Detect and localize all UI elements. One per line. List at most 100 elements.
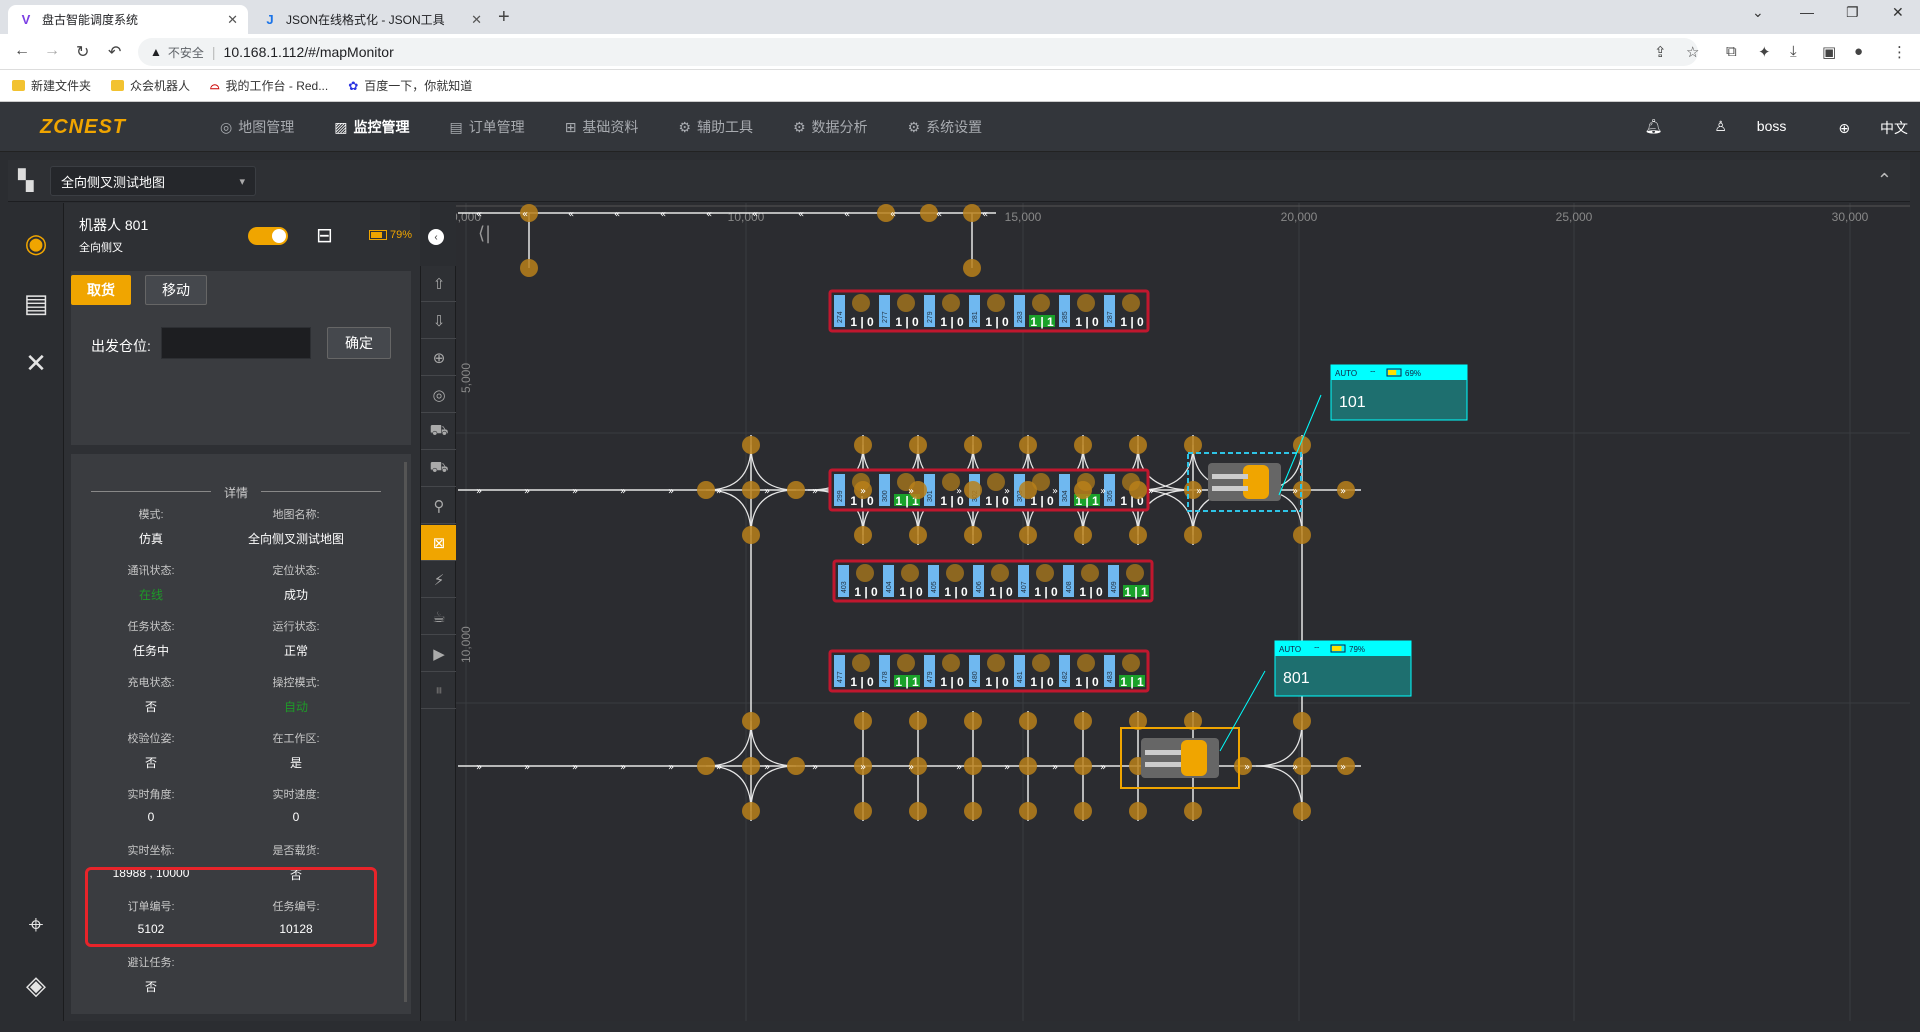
detail-label: 通讯状态:	[127, 565, 175, 577]
share-icon[interactable]: ⇪	[1654, 44, 1667, 61]
bookmark-item[interactable]: ✿百度一下，你就知道	[348, 78, 473, 94]
agv-leader-line	[1278, 394, 1322, 496]
confirm-button[interactable]: 确定	[327, 327, 391, 359]
rack-slot	[883, 565, 894, 597]
collapse-panel-icon[interactable]: ‹	[428, 229, 444, 245]
path-node	[964, 526, 982, 544]
play-icon[interactable]: ▶	[421, 636, 457, 672]
crop-icon[interactable]: ⧉	[1726, 43, 1737, 60]
y-tick-label: 10,000	[459, 626, 473, 663]
rack-slot	[1063, 565, 1074, 597]
window-close-icon[interactable]: ✕	[1892, 4, 1904, 20]
target-icon[interactable]: ⊕	[421, 340, 457, 376]
new-tab-icon[interactable]: +	[498, 6, 510, 28]
tab-search-icon[interactable]: ⌄	[1752, 4, 1764, 20]
sidebar-icon[interactable]: ▣	[1822, 44, 1837, 61]
agv-card: AUTO⌔69%101	[1278, 364, 1468, 496]
robot-enable-toggle[interactable]	[248, 227, 288, 245]
rack-id: 407	[1021, 581, 1028, 593]
path-node	[909, 481, 927, 499]
crosshair-icon[interactable]: ⌖	[28, 909, 44, 939]
robot-name: 机器人 801	[79, 217, 149, 233]
move-button[interactable]: 移动	[145, 275, 207, 305]
layers-icon[interactable]: ◈	[26, 969, 46, 1000]
menu-order-management[interactable]: ▤订单管理	[449, 118, 525, 136]
scrollbar[interactable]	[404, 462, 407, 1002]
map-canvas[interactable]: 0,00010,00015,00020,00025,00030,0005,000…	[456, 203, 1910, 1021]
extensions-icon[interactable]: ✦	[1758, 44, 1771, 61]
toolbox-icon[interactable]: ⊟	[316, 225, 333, 247]
direction-arrow: »	[1004, 486, 1010, 497]
direction-arrow: »	[764, 762, 770, 773]
from-location-input[interactable]	[161, 327, 311, 359]
undo-icon[interactable]: ↶	[108, 44, 122, 61]
battery-fill	[1332, 646, 1342, 651]
forward-icon[interactable]: →	[44, 42, 60, 59]
minimize-icon[interactable]: —	[1800, 4, 1814, 20]
map-select[interactable]: 全向侧叉测试地图 ▾	[50, 166, 256, 196]
bookmark-item[interactable]: 众会机器人	[111, 77, 190, 94]
menu-system-settings[interactable]: ⚙系统设置	[907, 118, 983, 136]
reload-icon[interactable]: ↻	[76, 44, 90, 61]
menu-aux-tools[interactable]: ⚙辅助工具	[678, 118, 753, 136]
baidu-icon: ✿	[348, 78, 359, 93]
download-icon[interactable]: ⇩	[421, 303, 457, 339]
tools-icon[interactable]: ✕	[25, 347, 47, 378]
cup-icon[interactable]: ☕	[421, 599, 457, 635]
cell-state: 1 | 1	[1030, 315, 1054, 329]
restore-icon[interactable]: ❐	[1846, 4, 1859, 20]
pause-icon[interactable]: ⏸	[421, 673, 457, 709]
pin-icon[interactable]: ⚲	[421, 488, 457, 524]
charge-icon[interactable]: ⚡	[421, 562, 457, 598]
path-node	[742, 757, 760, 775]
detail-value: 10128	[279, 922, 313, 936]
download-icon[interactable]: ⤓	[1790, 43, 1797, 60]
url-bar[interactable]: ▲ 不安全 | 10.168.1.112/#/mapMonitor	[138, 38, 1698, 66]
star-icon[interactable]: ☆	[1686, 44, 1700, 61]
path-node	[1337, 757, 1355, 775]
direction-arrow: »	[620, 762, 626, 773]
pick-button[interactable]: 取货	[71, 275, 131, 305]
tab-json[interactable]: J JSON在线格式化 - JSON工具 ✕	[252, 5, 492, 34]
pangu-favicon-icon: V	[21, 12, 31, 27]
rack-id: 405	[931, 581, 938, 593]
collapse-up-icon[interactable]: ⌃	[1876, 170, 1892, 190]
focus-icon[interactable]: ◎	[421, 377, 457, 413]
path-node	[1129, 712, 1147, 730]
divider	[91, 491, 211, 492]
close-icon[interactable]: ✕	[471, 11, 482, 27]
more-icon[interactable]: ⋮	[1892, 44, 1907, 61]
menu-data-analysis[interactable]: ⚙数据分析	[792, 118, 868, 136]
bell-icon[interactable]: 🔔︎	[1644, 118, 1663, 134]
menu-monitor-management[interactable]: ▨监控管理	[334, 118, 410, 136]
robot-icon[interactable]: ◉	[24, 227, 48, 258]
clipboard-icon[interactable]: ▤	[23, 287, 49, 318]
user-menu[interactable]: ♙ boss	[1714, 118, 1787, 134]
bookmark-item[interactable]: ⌓我的工作台 - Red...	[210, 78, 329, 93]
upload-icon[interactable]: ⇧	[421, 266, 457, 302]
language-switch[interactable]: ⊕ 中文	[1838, 120, 1908, 136]
rack-node	[852, 654, 870, 672]
menu-map-management[interactable]: ◎地图管理	[220, 118, 295, 136]
detail-label: 校验位姿:	[127, 733, 175, 745]
back-icon[interactable]: ←	[14, 42, 30, 59]
logo: ZCNEST	[40, 116, 126, 138]
rack-slot	[1014, 295, 1025, 327]
menu-basic-data[interactable]: ⊞基础资料	[564, 118, 639, 136]
chart-icon: ▨	[334, 118, 348, 135]
rack-id: 480	[972, 671, 979, 683]
task-cancel-icon[interactable]: ⊠	[421, 525, 457, 561]
detail-label: 地图名称:	[272, 509, 320, 521]
bookmark-item[interactable]: 新建文件夹	[12, 77, 91, 94]
tab-pangu[interactable]: V 盘古智能调度系统 ✕	[8, 5, 248, 34]
vehicle-icon[interactable]: ⛟	[421, 451, 457, 487]
car-icon[interactable]: ⛟	[421, 414, 457, 450]
agv-cab	[1181, 740, 1207, 776]
profile-icon[interactable]: ●	[1854, 43, 1864, 60]
path-node	[1019, 802, 1037, 820]
agv-fork	[1212, 474, 1248, 479]
direction-arrow: »	[716, 762, 722, 773]
close-icon[interactable]: ✕	[227, 11, 238, 27]
map-svg[interactable]: 0,00010,00015,00020,00025,00030,0005,000…	[456, 203, 1910, 1021]
